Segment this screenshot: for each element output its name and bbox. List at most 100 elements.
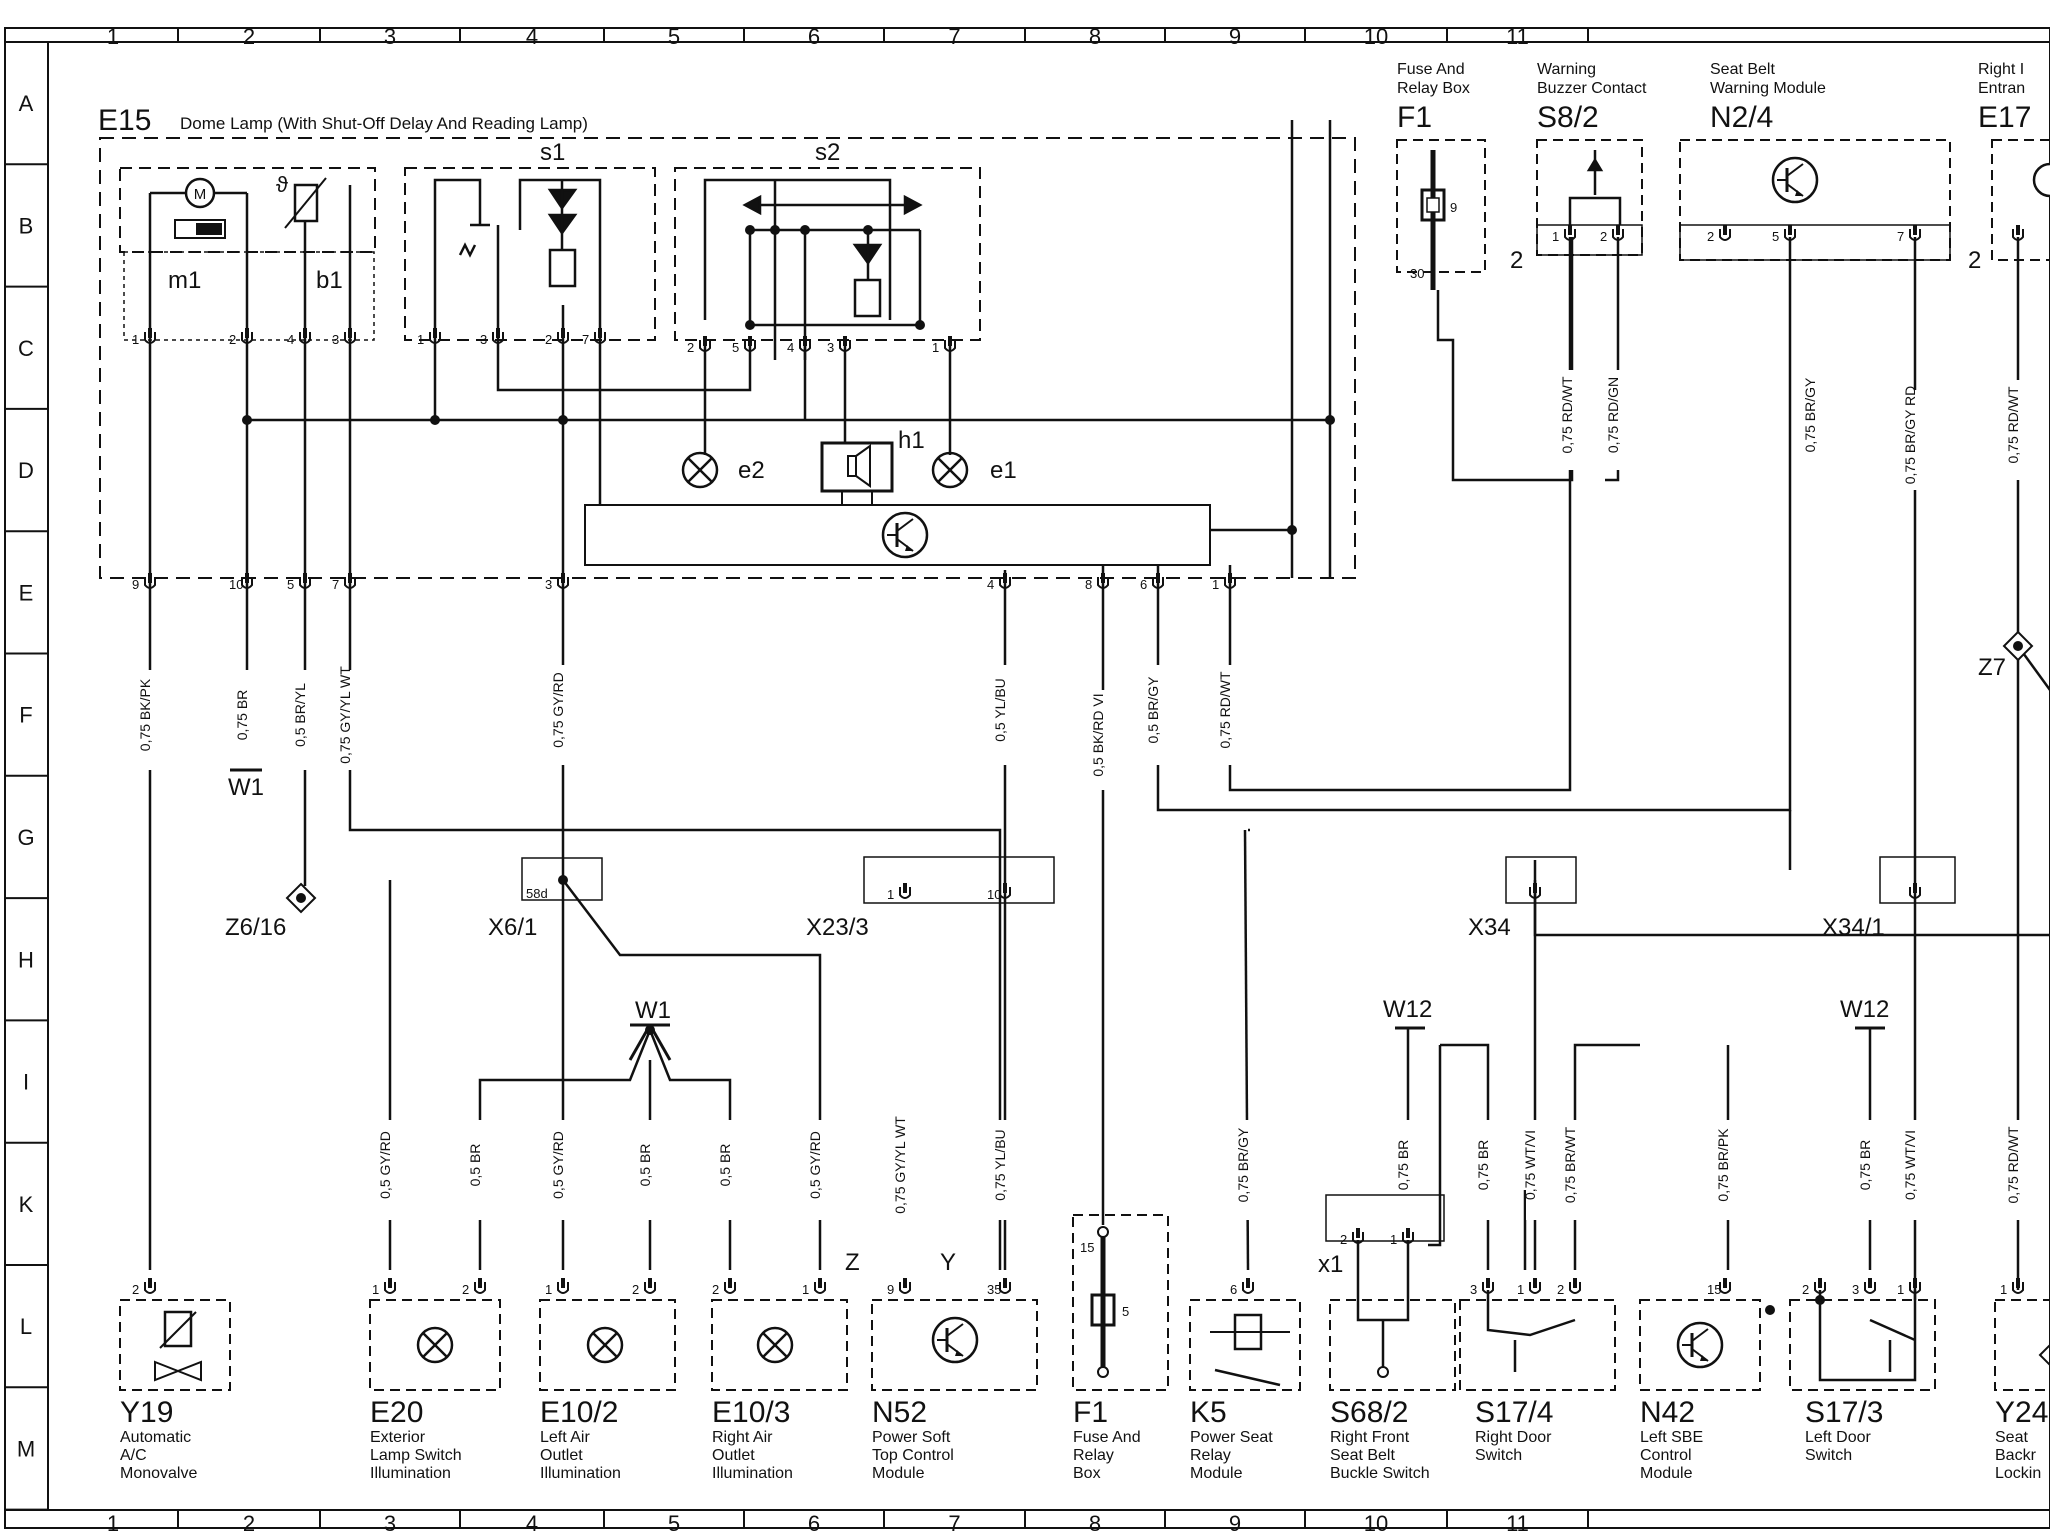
grid-column-label: 8	[1089, 24, 1101, 49]
junction-dot	[745, 320, 755, 330]
motor-icon: M	[150, 177, 247, 239]
component-code: F1	[1073, 1396, 1108, 1429]
svg-text:7: 7	[1897, 229, 1904, 244]
grid-row-label: G	[17, 825, 34, 850]
component-description: Lockin	[1995, 1465, 2041, 1482]
connector-x6-1-icon	[521, 857, 603, 901]
component-description: Fuse And	[1073, 1429, 1141, 1446]
junction-dot	[770, 225, 780, 235]
component-code: N42	[1640, 1396, 1695, 1429]
component-description: Control	[1640, 1447, 1692, 1464]
splice-z6-16-icon	[285, 882, 317, 914]
grid-row-label: M	[17, 1436, 35, 1461]
connector-pin: 1	[1390, 1228, 1414, 1247]
connector-x23-3-icon	[863, 856, 1055, 904]
grid-row-label: K	[19, 1192, 34, 1217]
connector-pin: 3	[1852, 1278, 1876, 1297]
connector-pin: 2	[1707, 225, 1731, 244]
splice-z6-16-label: Z6/16	[225, 914, 286, 941]
svg-text:3: 3	[1852, 1282, 1859, 1297]
component-box	[711, 1299, 848, 1391]
connector-x1-icon	[1325, 1194, 1445, 1242]
svg-text:58d: 58d	[526, 886, 548, 901]
grid-column-label: 10	[1364, 24, 1388, 49]
svg-text:5: 5	[1772, 229, 1779, 244]
svg-text:10: 10	[229, 577, 243, 592]
svg-text:9: 9	[132, 577, 139, 592]
connector-pin: 1	[132, 328, 156, 347]
svg-text:30: 30	[1410, 266, 1424, 281]
fuse-relay-box-top: Fuse And Relay Box F1 9 30	[1396, 61, 1486, 290]
warning-buzzer-contact: Warning Buzzer Contact S8/2 2	[1510, 61, 1647, 274]
bottom-component-labels: Y19AutomaticA/CMonovalveE20ExteriorLamp …	[120, 1396, 2048, 1482]
motor-letter: M	[194, 186, 207, 203]
wire-label: 0,5 GY/RD	[377, 1131, 393, 1199]
component-code: S68/2	[1330, 1396, 1408, 1429]
component-box	[1789, 1299, 1936, 1391]
grid-column-label: 5	[668, 1511, 680, 1536]
grid-column-label: 2	[243, 1511, 255, 1536]
svg-text:2: 2	[1340, 1232, 1347, 1247]
component-description: Seat Belt	[1330, 1447, 1395, 1464]
component-code: E10/2	[540, 1396, 618, 1429]
wire-label: 0,75 RD/WT	[1217, 671, 1233, 748]
connector-pin: 2	[545, 328, 569, 347]
connector-pin: 8	[1085, 573, 1109, 592]
wire-label: 0,75 GY/RD	[550, 672, 566, 747]
junction-dots	[242, 225, 1825, 1315]
control-module-transistor-icon	[881, 511, 929, 559]
component-description: Left Door	[1805, 1429, 1871, 1446]
connector-pin: 1	[1517, 1278, 1541, 1297]
component-description: Seat	[1995, 1429, 2028, 1446]
svg-text:9: 9	[887, 1282, 894, 1297]
connector-pin: 1	[802, 1278, 826, 1297]
connector-pin: 7	[332, 573, 356, 592]
svg-text:5: 5	[1122, 1304, 1129, 1319]
grid-column-label: 9	[1229, 24, 1241, 49]
wire-label: 0,75 WT/VI	[1902, 1130, 1918, 1200]
svg-text:Entran: Entran	[1978, 80, 2025, 97]
component-description: Module	[1190, 1465, 1243, 1482]
buzzer-label: h1	[898, 427, 925, 454]
top-components: Fuse And Relay Box F1 9 30 Warning Buzze…	[1396, 61, 2050, 290]
svg-text:1: 1	[887, 887, 894, 902]
connector-pin: 3	[332, 328, 356, 347]
svg-text:3: 3	[545, 577, 552, 592]
svg-text:Right I: Right I	[1978, 61, 2024, 78]
connector-pin: 1	[2000, 1278, 2024, 1297]
connector-x6-1-label: X6/1	[488, 914, 537, 941]
connector-pin: 5	[732, 336, 756, 355]
fuse-box-code: F1	[1397, 101, 1432, 134]
component-code: N52	[872, 1396, 927, 1429]
component-description: Automatic	[120, 1429, 191, 1446]
seat-backrest-lock-icon	[2038, 1343, 2050, 1367]
junction-dot	[242, 415, 252, 425]
junction-dot	[745, 225, 755, 235]
grid-column-label: 5	[668, 24, 680, 49]
connector-pin: 9	[132, 573, 156, 592]
wire-label: 0,75 YL/BU	[992, 1129, 1008, 1200]
component-description: Buckle Switch	[1330, 1465, 1430, 1482]
left-air-outlet-lamp-icon	[586, 1326, 624, 1364]
wire-label: 0,75 BR	[1475, 1140, 1491, 1191]
svg-text:Fuse And: Fuse And	[1397, 61, 1465, 78]
grid-column-label: 4	[526, 24, 538, 49]
component-description: Module	[872, 1465, 925, 1482]
connector-x23-3-label: X23/3	[806, 914, 869, 941]
connector-pin: 15	[1707, 1278, 1731, 1297]
component-box	[369, 1299, 501, 1391]
component-description: Exterior	[370, 1429, 426, 1446]
entrance-lamp-code: E17	[1978, 101, 2031, 134]
grid-column-label: 3	[384, 1511, 396, 1536]
grid-column-label: 8	[1089, 1511, 1101, 1536]
svg-text:2: 2	[1557, 1282, 1564, 1297]
connector-pin: 7	[582, 328, 606, 347]
buckle-switch-icon	[1356, 1240, 1410, 1378]
connector-pin: 3	[480, 328, 504, 347]
connector-pin: 10	[229, 573, 253, 592]
temperature-sensor-icon: ϑ	[276, 172, 327, 229]
component-description: Relay	[1073, 1447, 1114, 1464]
